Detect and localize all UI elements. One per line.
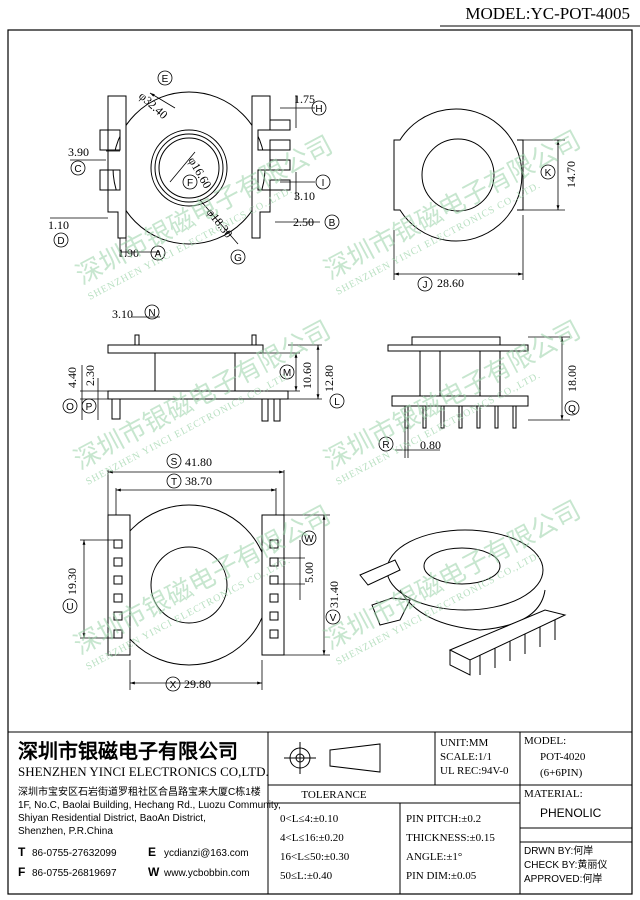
side-view-2-dimensions — [395, 336, 570, 458]
svg-text:S: S — [171, 457, 178, 468]
svg-text:1.75: 1.75 — [294, 92, 315, 106]
svg-text:A: A — [155, 249, 162, 260]
svg-text:16<L≤50:±0.30: 16<L≤50:±0.30 — [280, 851, 350, 863]
svg-text:E: E — [148, 845, 156, 859]
svg-text:E: E — [162, 74, 169, 85]
svg-text:3.10: 3.10 — [294, 189, 315, 203]
svg-text:U: U — [66, 602, 73, 613]
svg-text:3.10: 3.10 — [112, 307, 133, 321]
svg-text:28.60: 28.60 — [437, 276, 464, 290]
svg-text:5.00: 5.00 — [302, 562, 316, 583]
svg-text:1.90: 1.90 — [118, 246, 139, 260]
svg-text:THICKNESS:±0.15: THICKNESS:±0.15 — [406, 832, 495, 844]
svg-text:UL REC:94V-0: UL REC:94V-0 — [440, 765, 509, 777]
svg-text:Shiyan Residential District, B: Shiyan Residential District, BaoAn Distr… — [18, 813, 206, 824]
svg-text:0.80: 0.80 — [420, 438, 441, 452]
svg-text:10.60: 10.60 — [300, 362, 314, 389]
svg-text:T: T — [18, 845, 26, 859]
svg-text:Shenzhen, P.R.China: Shenzhen, P.R.China — [18, 826, 113, 837]
bottom-view-dimensions — [80, 470, 330, 690]
svg-text:Q: Q — [568, 404, 576, 415]
company-name-cn: 深圳市银磁电子有限公司 — [18, 739, 238, 763]
svg-text:19.30: 19.30 — [65, 568, 79, 595]
svg-text:N: N — [148, 308, 155, 319]
svg-text:(6+6PIN): (6+6PIN) — [540, 767, 583, 779]
svg-text:深圳市银磁电子有限公司: 深圳市银磁电子有限公司 — [319, 495, 586, 656]
svg-text:31.40: 31.40 — [327, 581, 341, 608]
svg-text:86-0755-27632099: 86-0755-27632099 — [32, 848, 117, 859]
svg-text:2.50: 2.50 — [293, 215, 314, 229]
svg-text:B: B — [329, 218, 336, 229]
svg-text:深圳市银磁电子有限公司: 深圳市银磁电子有限公司 — [69, 315, 336, 476]
svg-text:F: F — [187, 178, 193, 189]
svg-text:86-0755-26819697: 86-0755-26819697 — [32, 868, 117, 879]
svg-text:D: D — [57, 236, 64, 247]
svg-text:50≤L:±0.40: 50≤L:±0.40 — [280, 870, 333, 882]
svg-text:L: L — [334, 397, 340, 408]
svg-text:DRWN BY:何岸: DRWN BY:何岸 — [524, 844, 593, 857]
svg-text:ycdianzi@163.com: ycdianzi@163.com — [164, 848, 249, 859]
svg-text:SCALE:1/1: SCALE:1/1 — [440, 751, 492, 763]
title-block-text: 深圳市银磁电子有限公司 SHENZHEN YINCI ELECTRONICS C… — [18, 735, 607, 885]
address-cn: 深圳市宝安区石岩街道罗租社区合昌路宝来大厦C栋1楼 — [18, 785, 261, 798]
svg-text:φ32.40: φ32.40 — [136, 89, 171, 122]
svg-text:X: X — [170, 680, 177, 691]
svg-text:1F, No.C, Baolai Building, Hec: 1F, No.C, Baolai Building, Hechang Rd., … — [18, 800, 281, 811]
company-name-en: SHENZHEN YINCI ELECTRONICS CO,LTD. — [18, 764, 269, 779]
side-view — [107, 334, 289, 422]
svg-text:PIN DIM:±0.05: PIN DIM:±0.05 — [406, 870, 477, 882]
svg-text:MATERIAL:: MATERIAL: — [524, 788, 583, 800]
side-view-dimensions — [80, 316, 322, 420]
svg-text:1.10: 1.10 — [48, 218, 69, 232]
svg-text:3.90: 3.90 — [68, 145, 89, 159]
svg-text:UNIT:MM: UNIT:MM — [440, 737, 489, 749]
svg-text:2.30: 2.30 — [83, 365, 97, 386]
svg-text:J: J — [423, 280, 428, 291]
model-title: MODEL:YC-POT-4005 — [465, 4, 630, 23]
svg-text:MODEL:: MODEL: — [524, 735, 566, 747]
svg-text:PHENOLIC: PHENOLIC — [540, 806, 602, 820]
svg-text:M: M — [283, 368, 291, 379]
svg-text:PIN PITCH:±0.2: PIN PITCH:±0.2 — [406, 813, 481, 825]
svg-text:ANGLE:±1°: ANGLE:±1° — [406, 851, 462, 863]
svg-text:R: R — [382, 440, 389, 451]
top-view — [99, 91, 291, 245]
svg-text:www.ycbobbin.com: www.ycbobbin.com — [163, 868, 250, 879]
drawing-border — [7, 29, 633, 895]
svg-text:P: P — [86, 402, 93, 413]
svg-text:APPROVED:何岸: APPROVED:何岸 — [524, 872, 602, 885]
svg-text:41.80: 41.80 — [185, 455, 212, 469]
svg-text:0<L≤4:±0.10: 0<L≤4:±0.10 — [280, 813, 339, 825]
svg-text:F: F — [18, 865, 25, 879]
round-view-dimensions — [393, 139, 565, 280]
side-view-2 — [387, 336, 529, 429]
svg-text:W: W — [304, 534, 314, 545]
svg-text:29.80: 29.80 — [184, 677, 211, 691]
svg-text:4<L≤16:±0.20: 4<L≤16:±0.20 — [280, 832, 344, 844]
svg-text:18.00: 18.00 — [565, 365, 579, 392]
svg-text:14.70: 14.70 — [564, 161, 578, 188]
top-view-dimensions — [50, 92, 320, 256]
svg-text:38.70: 38.70 — [185, 474, 212, 488]
svg-text:H: H — [315, 104, 322, 115]
svg-text:K: K — [545, 168, 552, 179]
isometric-view — [359, 529, 567, 676]
round-view — [393, 108, 524, 242]
svg-text:V: V — [330, 613, 337, 624]
svg-text:G: G — [234, 253, 242, 264]
title-block — [8, 731, 632, 894]
svg-text:POT-4020: POT-4020 — [540, 751, 586, 763]
svg-text:12.80: 12.80 — [322, 365, 336, 392]
bottom-view — [107, 504, 285, 666]
svg-text:C: C — [74, 164, 81, 175]
svg-text:I: I — [322, 178, 325, 189]
svg-text:W: W — [148, 865, 160, 879]
svg-text:深圳市银磁电子有限公司: 深圳市银磁电子有限公司 — [319, 315, 586, 476]
svg-text:O: O — [66, 402, 74, 413]
svg-text:CHECK BY:黄丽仪: CHECK BY:黄丽仪 — [524, 858, 607, 871]
svg-text:T: T — [171, 477, 177, 488]
svg-text:TOLERANCE: TOLERANCE — [301, 789, 366, 801]
svg-text:4.40: 4.40 — [65, 367, 79, 388]
